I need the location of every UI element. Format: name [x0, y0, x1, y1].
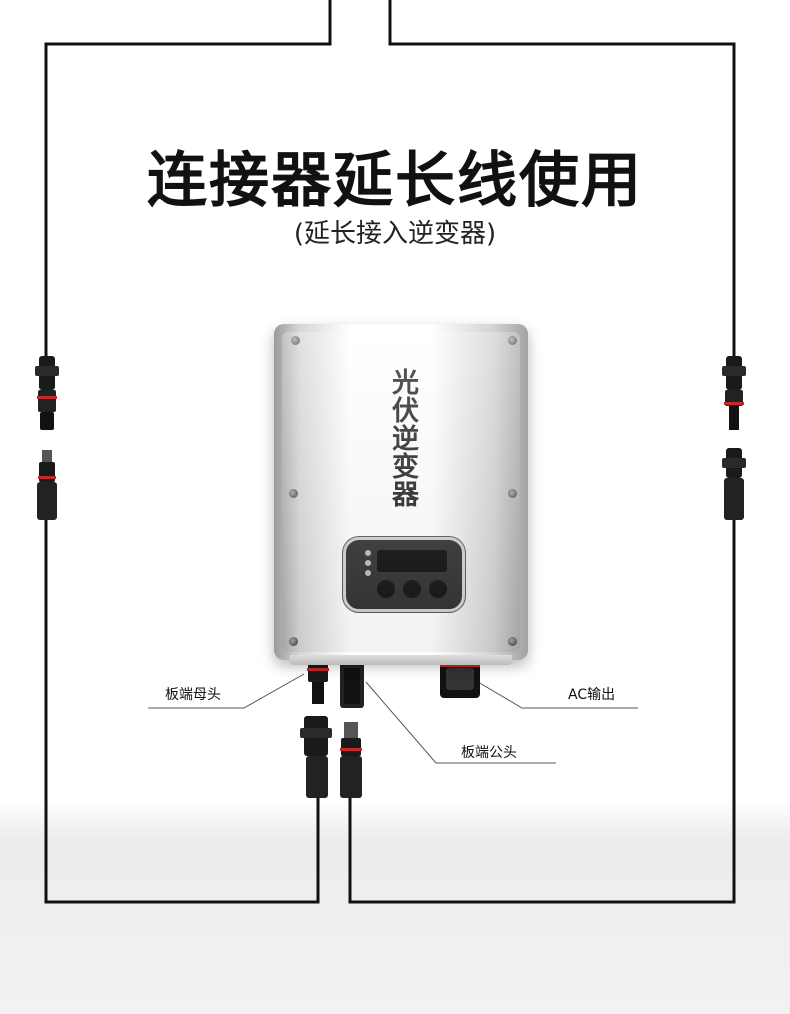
inverter-label: 光伏逆变器 [387, 368, 418, 508]
inverter-bottom-plate [290, 655, 512, 665]
leader-female [148, 673, 305, 709]
panel-button[interactable] [403, 580, 421, 598]
status-led-icon [365, 560, 371, 566]
screw-icon [508, 489, 517, 498]
inverter-body: 光伏逆变器 [274, 324, 528, 660]
cable-right-bottom [348, 520, 736, 904]
connector-bottom-female [307, 660, 329, 704]
page-title: 连接器延长线使用 [147, 146, 643, 216]
leader-male [365, 681, 556, 764]
page-subtitle: (延长接入逆变器) [293, 219, 497, 249]
connector-right-lower [722, 448, 746, 520]
screw-icon [508, 336, 517, 345]
panel-button[interactable] [377, 580, 395, 598]
screw-icon [508, 637, 517, 646]
connector-right-upper [722, 356, 746, 430]
control-panel [343, 537, 465, 612]
connector-bottom-ac [440, 660, 480, 698]
screw-icon [291, 336, 300, 345]
connector-extension-male [340, 722, 362, 798]
cable-left-bottom [44, 520, 320, 904]
panel-button[interactable] [429, 580, 447, 598]
connector-left-upper [35, 356, 59, 430]
display-screen [377, 550, 447, 572]
screw-icon [289, 637, 298, 646]
connector-left-lower [37, 450, 57, 520]
callout-female-label: 板端母头 [165, 687, 221, 703]
connector-extension-female [300, 716, 332, 798]
callout-male-label: 板端公头 [461, 745, 517, 761]
screw-icon [289, 489, 298, 498]
leader-ac [477, 681, 638, 709]
connector-bottom-male [340, 662, 364, 708]
status-led-icon [365, 550, 371, 556]
callout-ac-label: AC输出 [568, 687, 616, 703]
cable-left-loop [44, 0, 332, 360]
cable-right-loop [388, 0, 736, 360]
status-led-icon [365, 570, 371, 576]
